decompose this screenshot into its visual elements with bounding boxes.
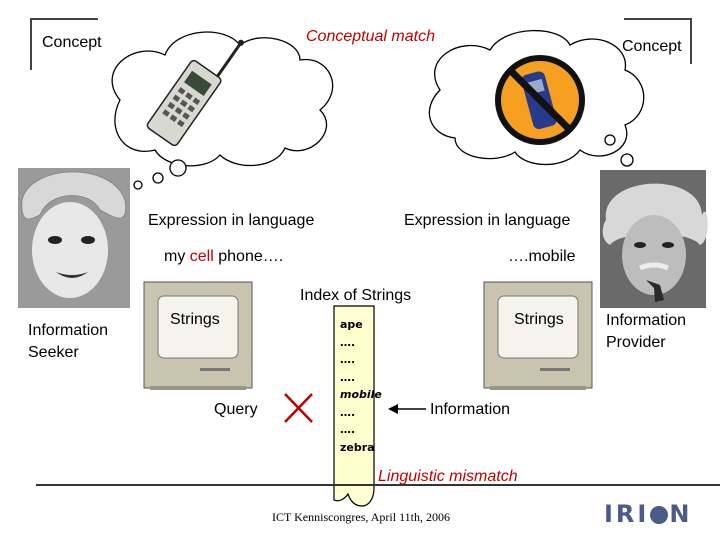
information-seeker-line1: Information xyxy=(28,322,109,339)
information-provider-label: Information Provider xyxy=(606,310,686,354)
index-item-ellipsis: …. xyxy=(340,370,356,384)
brick-phone-icon xyxy=(146,39,244,147)
index-item-zebra: zebra xyxy=(340,440,375,454)
expression-left-label: Expression in language xyxy=(148,212,315,229)
phrase-left-highlight: cell xyxy=(189,248,214,265)
conceptual-match-label: Conceptual match xyxy=(306,28,435,45)
information-seeker-label: Information Seeker xyxy=(28,320,108,364)
logo-text-right: N xyxy=(669,500,693,528)
concept-left-label: Concept xyxy=(42,34,102,51)
information-seeker-portrait xyxy=(18,168,130,308)
index-list: ape …. …. …. mobile …. …. zebra xyxy=(340,316,382,456)
expression-right-label: Expression in language xyxy=(404,212,571,229)
phrase-right-text: ….mobile xyxy=(508,248,576,265)
computer-left-icon xyxy=(143,281,253,390)
index-of-strings-title: Index of Strings xyxy=(300,287,412,304)
phrase-right: ….mobile xyxy=(508,248,576,266)
cross-icon xyxy=(284,393,313,423)
strings-left-label: Strings xyxy=(170,311,220,328)
phrase-left-pre: my xyxy=(164,248,190,265)
index-item-ape: ape xyxy=(340,318,363,331)
index-item-ellipsis: …. xyxy=(340,423,356,436)
index-item-ellipsis: …. xyxy=(340,353,356,366)
logo-o-icon xyxy=(650,506,669,524)
no-sign-icon xyxy=(495,55,585,145)
information-label: Information xyxy=(430,401,511,418)
index-scroll xyxy=(333,305,375,507)
phrase-left-post: phone…. xyxy=(213,248,284,265)
strings-right-label: Strings xyxy=(514,311,564,328)
corner-bracket-left xyxy=(30,18,98,70)
arrow-icon xyxy=(388,404,426,414)
thought-cloud-left xyxy=(111,31,334,190)
index-item-ellipsis: …. xyxy=(340,405,356,419)
corner-bracket-right xyxy=(624,18,692,64)
information-provider-portrait xyxy=(600,170,708,308)
phrase-left: my cell phone…. xyxy=(164,248,283,266)
linguistic-mismatch-label: Linguistic mismatch xyxy=(378,468,518,485)
index-item-mobile: mobile xyxy=(340,388,382,401)
logo-text-left: IRI xyxy=(604,500,650,528)
index-item-ellipsis: …. xyxy=(340,335,356,349)
information-seeker-line2: Seeker xyxy=(28,344,79,361)
computer-right-icon xyxy=(483,281,593,390)
concept-right-label: Concept xyxy=(622,38,682,55)
footer-text: ICT Kenniscongres, April 11th, 2006 xyxy=(272,510,450,524)
query-label: Query xyxy=(214,401,258,418)
information-provider-line2: Provider xyxy=(606,334,666,351)
information-provider-line1: Information xyxy=(606,312,687,329)
irion-logo: IRI N xyxy=(604,500,692,528)
